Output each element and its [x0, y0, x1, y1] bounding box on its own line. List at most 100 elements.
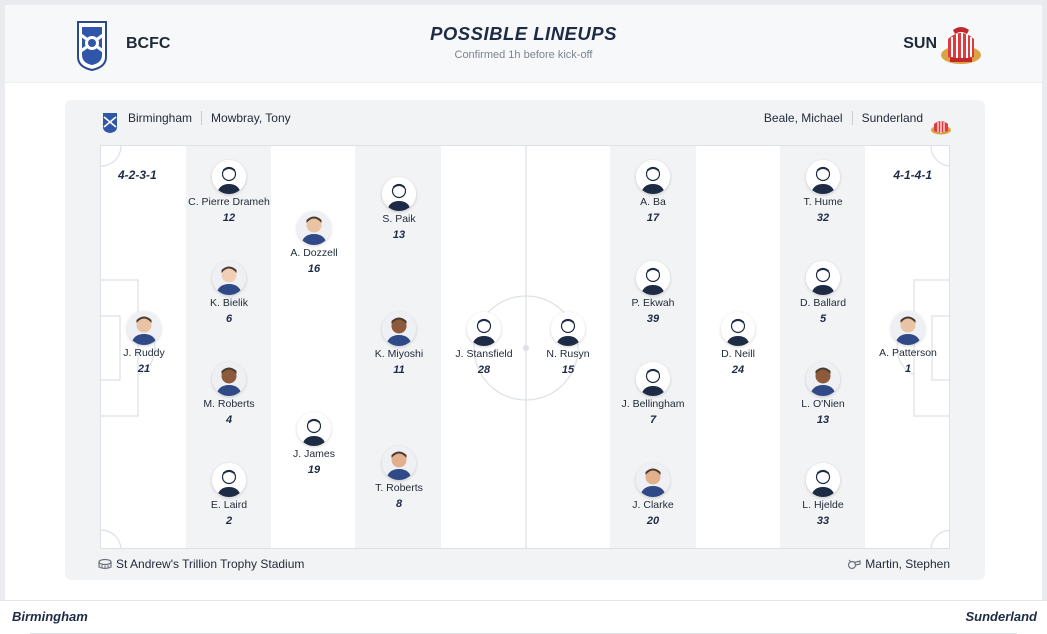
player-avatar-icon[interactable]	[382, 177, 416, 211]
player-name[interactable]: L. O'Nien	[801, 398, 845, 410]
away-manager-name[interactable]: Beale, Michael	[763, 111, 843, 125]
match-details-row: St Andrew's Trillion Trophy Stadium Mart…	[65, 557, 985, 577]
shirt-number: 13	[392, 229, 406, 241]
player-avatar-icon[interactable]	[127, 311, 161, 345]
player-avatar-icon[interactable]	[806, 463, 840, 497]
player-s-paik[interactable]: S. Paik 13	[344, 177, 454, 241]
shirt-number: 1	[904, 363, 912, 375]
player-j-stansfield[interactable]: J. Stansfield 28	[429, 312, 539, 376]
shirt-number: 33	[816, 515, 830, 527]
away-team-name[interactable]: Sunderland	[861, 111, 923, 125]
shirt-number: 15	[561, 364, 575, 376]
player-name[interactable]: S. Paik	[382, 213, 416, 225]
player-avatar-icon[interactable]	[212, 261, 246, 295]
home-team-name[interactable]: Birmingham	[128, 111, 193, 125]
birmingham-crest-icon[interactable]	[75, 19, 109, 71]
shirt-number: 6	[225, 313, 233, 325]
player-avatar-icon[interactable]	[636, 160, 670, 194]
player-name[interactable]: A. Dozzell	[290, 247, 338, 259]
player-avatar-icon[interactable]	[806, 261, 840, 295]
player-name[interactable]: J. James	[292, 448, 335, 460]
player-a-ba[interactable]: A. Ba 17	[598, 160, 708, 224]
player-e-laird[interactable]: E. Laird 2	[174, 463, 284, 527]
player-avatar-icon[interactable]	[806, 160, 840, 194]
player-name[interactable]: E. Laird	[210, 499, 248, 511]
player-name[interactable]: M. Roberts	[203, 398, 255, 410]
player-avatar-icon[interactable]	[636, 261, 670, 295]
player-avatar-icon[interactable]	[721, 312, 755, 346]
player-avatar-icon[interactable]	[212, 362, 246, 396]
referee-name[interactable]: Martin, Stephen	[865, 557, 950, 571]
player-name[interactable]: K. Bielik	[210, 297, 248, 309]
player-avatar-icon[interactable]	[297, 412, 331, 446]
player-name[interactable]: J. Clarke	[632, 499, 674, 511]
shirt-number: 17	[646, 212, 660, 224]
player-avatar-icon[interactable]	[297, 211, 331, 245]
player-a-patterson[interactable]: A. Patterson 1	[853, 311, 949, 375]
player-d-neill[interactable]: D. Neill 24	[683, 312, 793, 376]
player-avatar-icon[interactable]	[806, 362, 840, 396]
shirt-number: 24	[731, 364, 745, 376]
player-j-ruddy[interactable]: J. Ruddy 21	[101, 311, 199, 375]
managers-row: Birmingham Mowbray, Tony Beale, Michael …	[65, 108, 985, 132]
player-name[interactable]: T. Hume	[803, 196, 843, 208]
shirt-number: 5	[819, 313, 827, 325]
player-name[interactable]: J. Bellingham	[621, 398, 685, 410]
player-name[interactable]: N. Rusyn	[546, 348, 590, 360]
player-avatar-icon[interactable]	[636, 362, 670, 396]
shirt-number: 21	[137, 363, 151, 375]
away-team-code[interactable]: SUN	[903, 35, 937, 52]
player-k-bielik[interactable]: K. Bielik 6	[174, 261, 284, 325]
player-name[interactable]: T. Roberts	[375, 482, 423, 494]
home-manager-name[interactable]: Mowbray, Tony	[211, 111, 291, 125]
player-name[interactable]: P. Ekwah	[631, 297, 675, 309]
player-name[interactable]: L. Hjelde	[802, 499, 844, 511]
shirt-number: 19	[307, 464, 321, 476]
player-name[interactable]: J. Stansfield	[455, 348, 513, 360]
player-name[interactable]: J. Ruddy	[123, 347, 165, 359]
player-name[interactable]: A. Patterson	[879, 347, 937, 359]
player-name[interactable]: D. Neill	[721, 348, 755, 360]
divider	[851, 111, 853, 125]
bottom-away-team[interactable]: Sunderland	[965, 609, 1037, 624]
player-name[interactable]: K. Miyoshi	[374, 348, 424, 360]
player-name[interactable]: C. Pierre Drameh	[188, 196, 270, 208]
player-d-ballard[interactable]: D. Ballard 5	[768, 261, 878, 325]
player-avatar-icon[interactable]	[551, 312, 585, 346]
shirt-number: 28	[477, 364, 491, 376]
player-j-james[interactable]: J. James 19	[259, 412, 369, 476]
player-avatar-icon[interactable]	[382, 312, 416, 346]
shirt-number: 11	[393, 364, 405, 376]
page-title: POSSIBLE LINEUPS	[430, 23, 617, 44]
pitch-markings	[101, 146, 949, 548]
player-name[interactable]: A. Ba	[640, 196, 666, 208]
player-name[interactable]: D. Ballard	[799, 297, 847, 309]
player-avatar-icon[interactable]	[212, 160, 246, 194]
stadium-icon	[98, 558, 112, 570]
player-n-rusyn[interactable]: N. Rusyn 15	[513, 312, 623, 376]
player-avatar-icon[interactable]	[382, 446, 416, 480]
player-k-miyoshi[interactable]: K. Miyoshi 11	[344, 312, 454, 376]
bottom-team-bar: Birmingham Sunderland	[0, 600, 1047, 634]
player-avatar-icon[interactable]	[636, 463, 670, 497]
stadium-name[interactable]: St Andrew's Trillion Trophy Stadium	[116, 557, 305, 571]
pitch-stripe	[355, 146, 441, 548]
sunderland-crest-icon[interactable]	[938, 25, 984, 65]
bottom-home-team[interactable]: Birmingham	[12, 609, 88, 624]
player-avatar-icon[interactable]	[212, 463, 246, 497]
player-avatar-icon[interactable]	[467, 312, 501, 346]
player-avatar-icon[interactable]	[891, 311, 925, 345]
home-team-code[interactable]: BCFC	[126, 35, 171, 52]
shirt-number: 2	[225, 515, 233, 527]
away-formation: 4-1-4-1	[893, 168, 932, 182]
player-l-hjelde[interactable]: L. Hjelde 33	[768, 463, 878, 527]
